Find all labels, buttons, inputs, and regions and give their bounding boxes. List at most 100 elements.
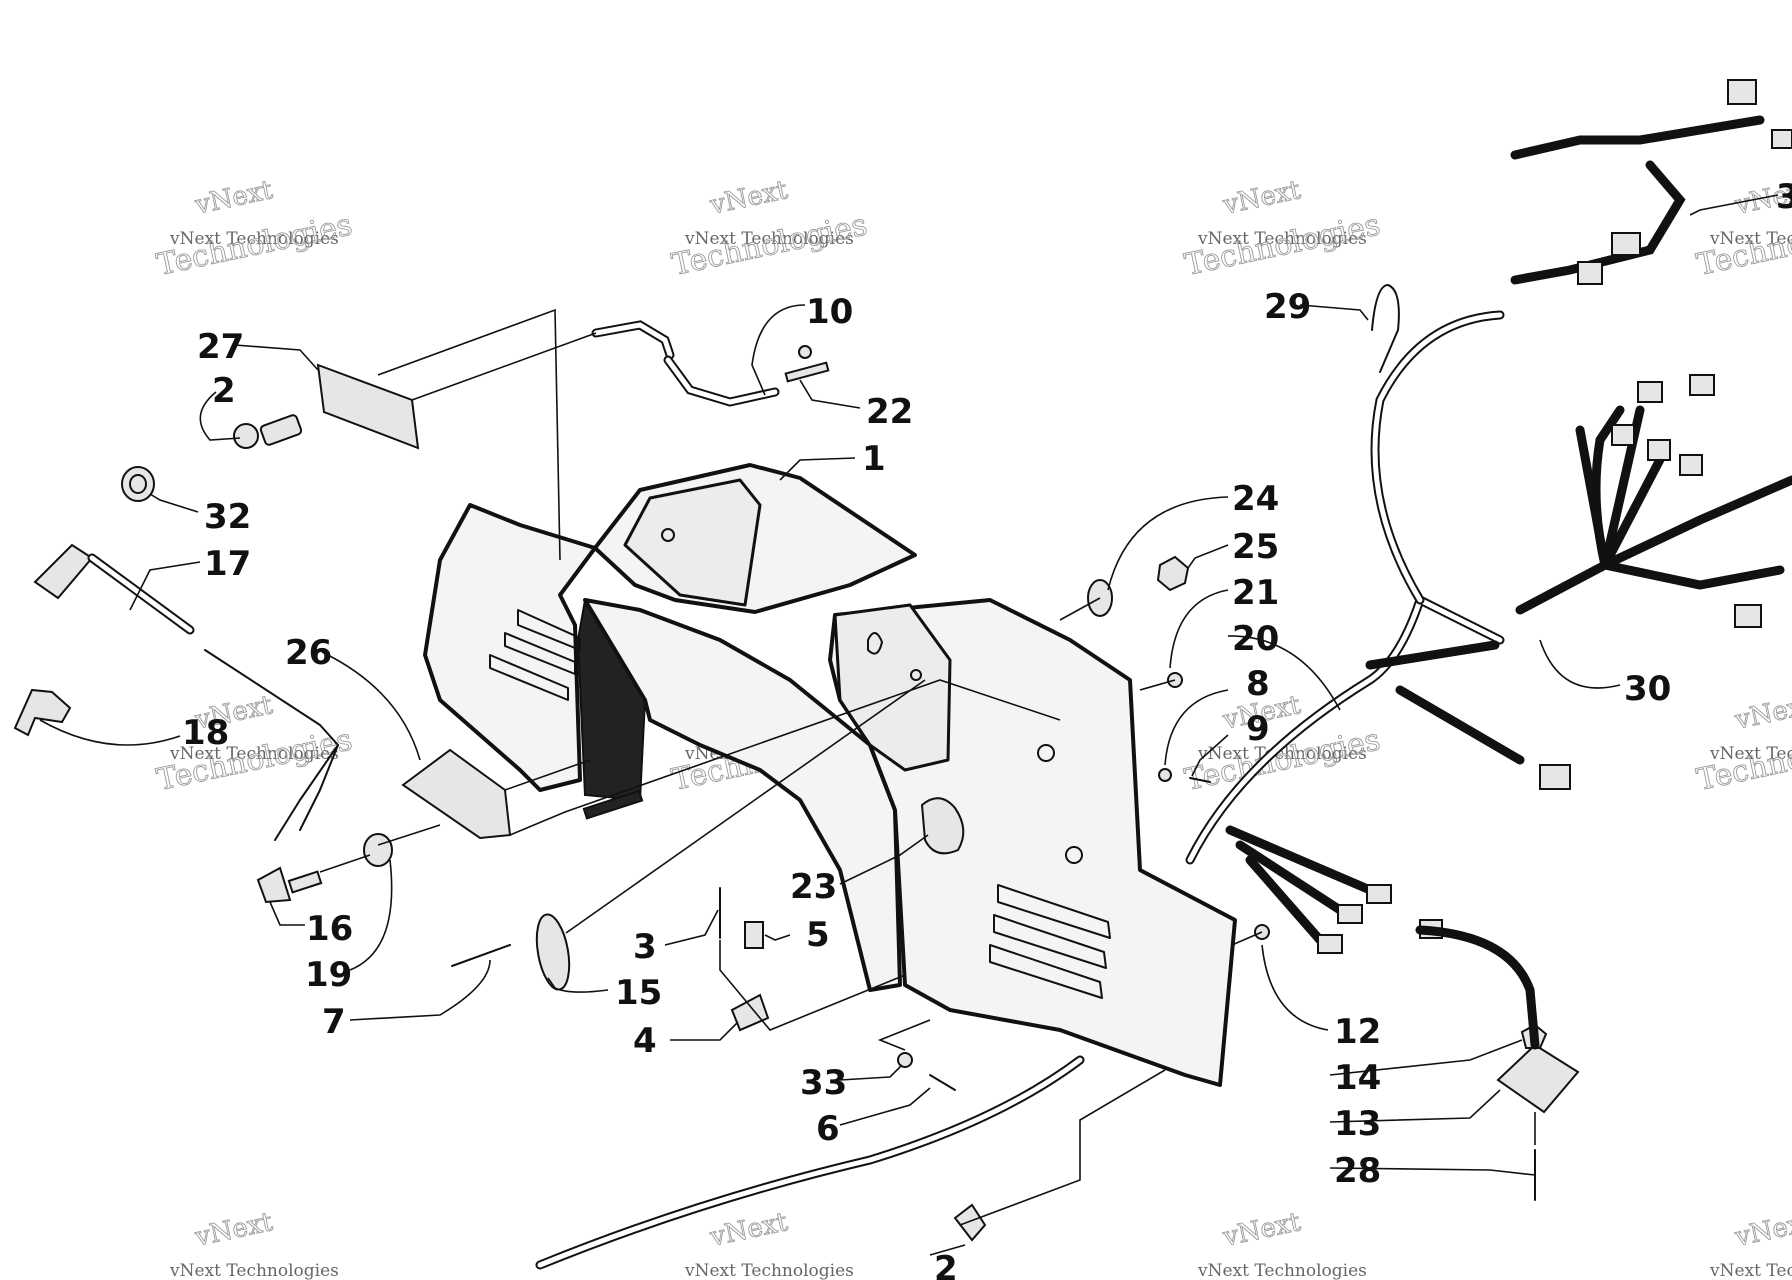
callout-leaders — [39, 194, 1779, 1256]
connector-j — [1317, 934, 1343, 954]
callout-14: 14 — [1334, 1058, 1381, 1098]
callout-24: 24 — [1232, 479, 1279, 519]
watermark-5: vNext vNext Technologies Technologies — [153, 690, 355, 799]
svg-text:vNext: vNext — [707, 1207, 791, 1253]
part-4-bracket — [730, 993, 770, 1032]
svg-text:vNext Technologies: vNext Technologies — [1197, 1261, 1367, 1280]
connector-d — [1647, 439, 1671, 461]
svg-text:vNext: vNext — [1732, 690, 1792, 736]
svg-text:vNext: vNext — [1732, 1207, 1792, 1253]
part-13-regulator — [1496, 1043, 1580, 1114]
part-16-key — [256, 866, 323, 904]
console-left-vents — [489, 609, 581, 701]
callout-8: 8 — [1246, 664, 1270, 704]
callout-6: 6 — [816, 1109, 840, 1149]
part-19-ignition — [363, 833, 393, 867]
callout-31: 31 — [1776, 177, 1792, 217]
assembly-lines — [319, 308, 1536, 1226]
part-29-clamp — [1371, 284, 1400, 373]
svg-text:vNext Technologies: vNext Technologies — [1197, 229, 1367, 249]
connector-f — [1734, 604, 1762, 628]
callout-1: 1 — [862, 439, 886, 479]
svg-text:vNext Technologies: vNext Technologies — [1709, 229, 1792, 249]
callout-29: 29 — [1264, 287, 1311, 327]
watermark-1: vNext vNext Technologies Technologies — [153, 175, 355, 284]
console-hood-inner — [623, 478, 762, 607]
svg-text:Technologies: Technologies — [1182, 722, 1383, 798]
bottom-bracket — [953, 1203, 987, 1242]
watermark-3: vNext vNext Technologies Technologies — [1181, 175, 1383, 284]
callout-12: 12 — [1334, 1012, 1381, 1052]
svg-text:Technologies: Technologies — [1182, 207, 1383, 283]
part-7-pin — [451, 944, 511, 967]
part-18-handle — [13, 688, 72, 737]
svg-text:vNext: vNext — [1220, 175, 1304, 221]
connector-mid-2 — [1577, 261, 1603, 285]
connector-top — [1727, 79, 1757, 105]
console-housing — [423, 463, 1237, 1087]
svg-text:vNext Technologies: vNext Technologies — [169, 229, 339, 249]
console-slot — [867, 632, 883, 655]
svg-text:vNext Technologies: vNext Technologies — [1709, 1261, 1792, 1280]
callout-22: 22 — [866, 392, 913, 432]
callout-27: 27 — [197, 327, 244, 367]
console-right-tower-face — [833, 603, 952, 772]
part-15-grommet — [535, 913, 571, 991]
console-hole-3 — [1037, 744, 1055, 762]
svg-text:vNext Technologies: vNext Technologies — [684, 229, 854, 249]
callout-20: 20 — [1232, 619, 1279, 659]
svg-text:Technologies: Technologies — [669, 207, 870, 283]
connector-top-right — [1771, 129, 1792, 149]
connector-g — [1539, 764, 1571, 790]
callout-2: 2 — [212, 371, 236, 411]
svg-text:vNext Technologies: vNext Technologies — [1709, 744, 1792, 764]
callout-9: 9 — [1246, 709, 1270, 749]
callout-5: 5 — [806, 915, 830, 955]
console-hole-1 — [661, 528, 675, 542]
callout-25: 25 — [1232, 527, 1279, 567]
part-17-cable — [33, 543, 339, 841]
connector-b — [1689, 374, 1715, 396]
console-hole-2 — [910, 669, 922, 681]
svg-text:vNext Technologies: vNext Technologies — [1197, 744, 1367, 764]
svg-text:vNext: vNext — [192, 175, 276, 221]
callout-30: 30 — [1624, 669, 1671, 709]
callout-26: 26 — [285, 633, 332, 673]
callout-33: 33 — [800, 1063, 847, 1103]
callout-19: 19 — [305, 955, 352, 995]
part-26-bracket — [401, 748, 512, 840]
callout-13: 13 — [1334, 1104, 1381, 1144]
callout-28: 28 — [1334, 1151, 1381, 1191]
connector-i — [1337, 904, 1363, 924]
callout-7: 7 — [322, 1002, 346, 1042]
callout-labels: 1 10 22 27 2 32 17 26 18 16 19 7 15 3 5 … — [182, 177, 1792, 1280]
watermark-12: vNext vNext Technologies — [1709, 1207, 1792, 1280]
callout-15: 15 — [615, 973, 662, 1013]
console-hole-4 — [1065, 846, 1083, 864]
watermark-8: vNext vNext Technologies Technologies — [1693, 690, 1792, 799]
part-22-fitting — [784, 345, 830, 383]
part-8-washer — [1158, 768, 1172, 782]
connector-h — [1366, 884, 1392, 904]
connector-e — [1679, 454, 1703, 476]
console-clip — [582, 789, 644, 820]
callout-3: 3 — [633, 927, 657, 967]
part-20-harness — [1185, 115, 1792, 945]
svg-text:vNext Technologies: vNext Technologies — [169, 1261, 339, 1280]
watermark-2: vNext vNext Technologies Technologies — [668, 175, 870, 284]
svg-text:vNext Technologies: vNext Technologies — [684, 1261, 854, 1280]
callout-23: 23 — [790, 867, 837, 907]
part-23-decal — [920, 797, 965, 855]
svg-text:vNext: vNext — [707, 175, 791, 221]
callout-32: 32 — [204, 497, 251, 537]
connector-a — [1637, 381, 1663, 403]
watermark-11: vNext vNext Technologies — [1197, 1207, 1367, 1280]
harness-connectors — [1317, 79, 1792, 954]
part-9-screw — [1189, 777, 1211, 783]
svg-text:vNext: vNext — [192, 1207, 276, 1253]
part-6-bolt — [929, 1074, 956, 1091]
callout-18: 18 — [182, 713, 229, 753]
callout-bottom-2: 2 — [934, 1249, 958, 1280]
part-2-switch — [233, 414, 303, 449]
